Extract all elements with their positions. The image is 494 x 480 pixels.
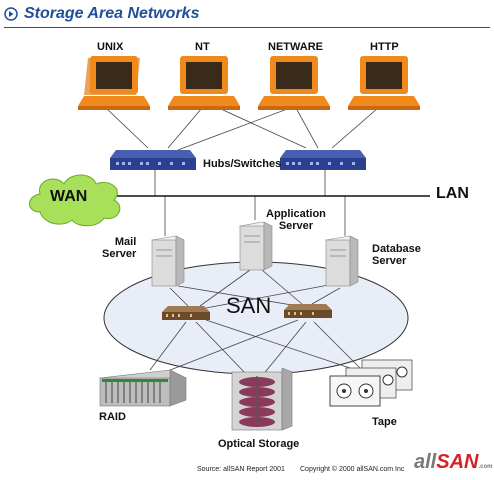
monitor-http-icon [348, 56, 420, 110]
client-label-nt: NT [195, 41, 210, 53]
link-sw2-raid [159, 319, 299, 375]
san-label: SAN [226, 293, 272, 318]
monitor-nt-icon [168, 56, 240, 110]
tape-icon [329, 359, 413, 407]
optical-storage-label: Optical Storage [218, 438, 300, 450]
link-app-sw2 [261, 269, 303, 305]
connection-lines [105, 103, 379, 377]
hub-switch-right-icon [280, 150, 366, 170]
monitor-unix-icon [78, 56, 150, 110]
link-app-sw1 [199, 269, 251, 307]
copyright-note: Copyright © 2000 allSAN.com Inc [300, 466, 405, 473]
client-label-unix: UNIX [97, 41, 124, 53]
hubs-switches-label: Hubs/Switches [203, 158, 282, 170]
database-server-label: Database Server [372, 243, 421, 267]
link-db-sw2 [311, 287, 341, 305]
mail-server-label: Mail Server [102, 236, 137, 260]
tape-label: Tape [372, 416, 397, 428]
client-label-netware: NETWARE [268, 41, 323, 53]
raid-label: RAID [99, 411, 126, 423]
monitor-netware-icon [258, 56, 330, 110]
link-unix-hub1 [105, 107, 149, 149]
san-ellipse [103, 261, 409, 375]
lan-label: LAN [436, 185, 469, 202]
san-switch-left-icon [162, 306, 210, 320]
link-nt-hub1 [167, 107, 203, 149]
page-title: Storage Area Networks [24, 5, 200, 22]
link-netware-hub2 [295, 107, 319, 149]
title-divider [4, 27, 490, 28]
raid-icon [98, 369, 188, 407]
link-sw1-raid [149, 321, 187, 371]
source-note: Source: allSAN Report 2001 [197, 466, 285, 473]
link-sw2-optical [261, 321, 307, 377]
link-http-hub2 [331, 107, 379, 149]
title-bar: Storage Area Networks [4, 2, 490, 28]
link-mail-sw2 [177, 285, 299, 307]
link-sw1-tape [205, 319, 351, 369]
wan-cloud [29, 174, 121, 227]
link-netware-hub1 [177, 107, 291, 151]
optical-storage-icon [231, 367, 293, 431]
client-label-http: HTTP [370, 41, 399, 53]
wan-label: WAN [50, 188, 88, 205]
link-sw1-optical [195, 321, 249, 377]
application-server-icon [238, 221, 274, 271]
link-sw2-tape [313, 321, 361, 369]
brand-all: all [414, 451, 437, 473]
brand-tm: .com [478, 464, 493, 470]
allsan-logo: allSAN.com [414, 451, 493, 474]
san-switch-right-icon [284, 304, 332, 318]
brand-san: SAN [436, 451, 479, 473]
database-server-icon [325, 235, 359, 287]
link-db-sw1 [205, 283, 335, 309]
application-server-label: Application Server [266, 208, 326, 232]
circle-arrow-icon [4, 7, 18, 21]
link-mail-sw1 [169, 287, 189, 307]
mail-server-icon [151, 235, 185, 287]
hub-switch-left-icon [110, 150, 196, 170]
link-nt-hub2 [209, 103, 307, 149]
